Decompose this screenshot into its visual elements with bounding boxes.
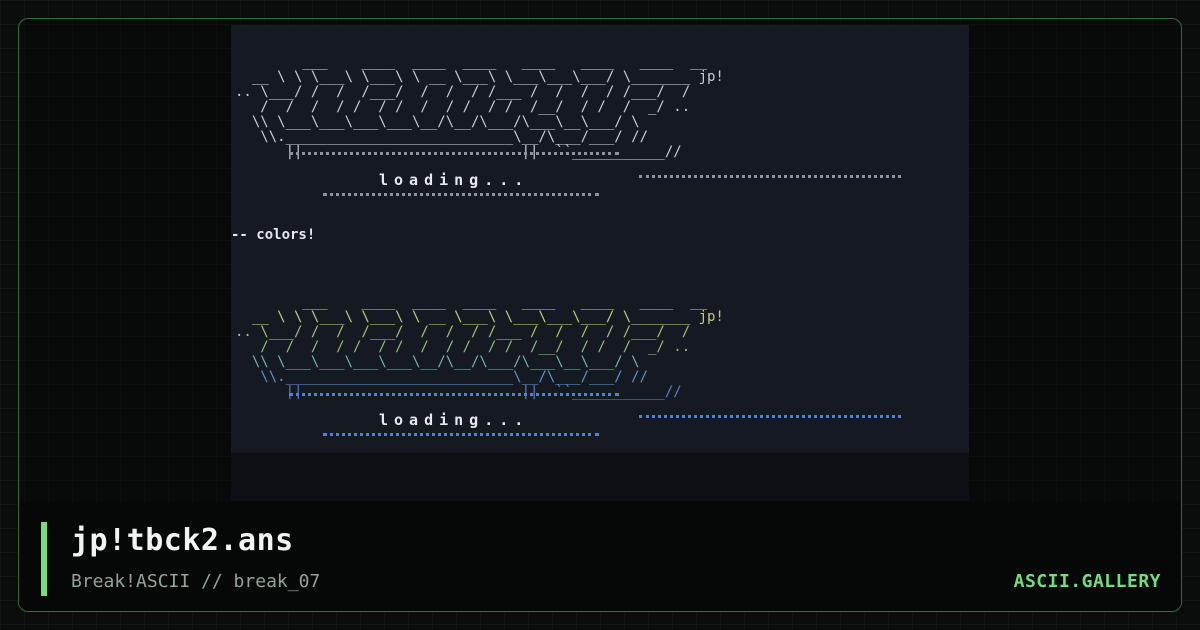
dotted-rule [639, 175, 901, 178]
ascii-line: ___ ____ ____ ____ ____ ____ ____ __ [235, 54, 708, 70]
loading-text-bottom: loading... [379, 411, 530, 429]
ascii-line-colored: .. \___/ / / /___/ / / / /___ / / / / /_… [235, 324, 691, 340]
ascii-line: \\ \___\___\___\___\__/\__/\___/\___\__\… [235, 114, 640, 130]
ansi-artwork-preview[interactable]: ___ ____ ____ ____ ____ ____ ____ __ __ … [231, 25, 969, 501]
artwork-bottom-band [231, 453, 969, 501]
ascii-line-colored: / / / / / / / / / / / / /__/ / / / _/ .. [235, 339, 691, 355]
colors-note: -- colors! [231, 227, 316, 243]
pack-subtitle[interactable]: Break!ASCII // break_07 [71, 571, 321, 592]
dotted-rule-colored [323, 433, 599, 436]
dotted-rule [289, 152, 619, 155]
ascii-line: __ \ \ \___\ \___\ \ __ \___\ \___\___\_… [235, 69, 724, 85]
ascii-logo-colored: ___ ____ ____ ____ ____ ____ ____ __ __ … [235, 295, 724, 400]
ascii-line-colored: __ \ \ \___\ \___\ \ __ \___\ \___\___\_… [235, 309, 724, 325]
dotted-rule-colored [289, 393, 619, 396]
site-brand[interactable]: ASCII.GALLERY [1013, 571, 1161, 592]
ascii-line: .. \___/ / / /___/ / / / /___ / / / / /_… [235, 84, 691, 100]
ascii-line-colored: \\ \___\___\___\___\__/\__/\___/\___\__\… [235, 354, 640, 370]
ascii-logo-monochrome: ___ ____ ____ ____ ____ ____ ____ __ __ … [235, 55, 724, 160]
dotted-rule-colored [639, 415, 901, 418]
caption-bar: jp!tbck2.ans Break!ASCII // break_07 ASC… [19, 501, 1181, 611]
gallery-card[interactable]: ___ ____ ____ ____ ____ ____ ____ __ __ … [18, 18, 1182, 612]
loading-text-top: loading... [379, 171, 530, 189]
file-title[interactable]: jp!tbck2.ans [71, 523, 294, 558]
ascii-line-colored: \\.___________________________\__/\___/_… [235, 369, 649, 385]
ascii-line: \\.___________________________\__/\___/_… [235, 129, 649, 145]
accent-bar [41, 522, 47, 596]
ascii-line: / / / / / / / / / / / / /__/ / / / _/ .. [235, 99, 691, 115]
ascii-line-colored: ___ ____ ____ ____ ____ ____ ____ __ [235, 294, 708, 310]
dotted-rule [323, 193, 599, 196]
